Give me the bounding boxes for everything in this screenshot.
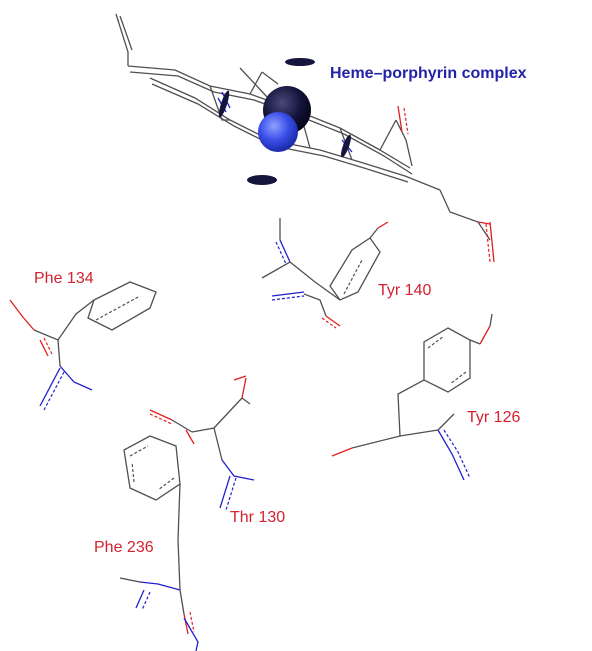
- label-heme-porphyrin-complex: Heme–porphyrin complex: [330, 65, 527, 82]
- label-phe-134: Phe 134: [34, 270, 94, 287]
- label-tyr-140: Tyr 140: [378, 282, 432, 299]
- residue-tyr-126: [331, 313, 493, 481]
- label-tyr-126: Tyr 126: [467, 409, 521, 426]
- residue-phe-134: [9, 281, 157, 411]
- residue-tyr-140: [261, 218, 389, 329]
- residue-thr-130: [149, 375, 255, 511]
- heme-porphyrin-complex: [115, 13, 495, 263]
- label-thr-130: Thr 130: [230, 509, 286, 526]
- label-phe-236: Phe 236: [94, 539, 154, 556]
- residue-phe-236: [119, 435, 199, 651]
